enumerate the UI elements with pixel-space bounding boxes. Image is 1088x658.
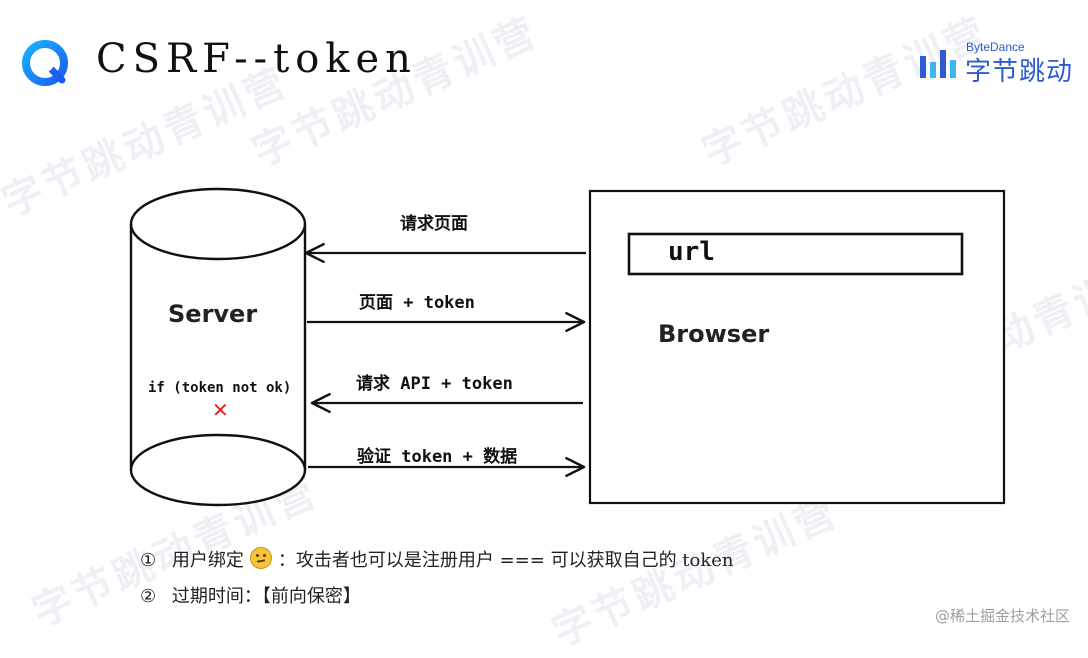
brand-name: 字节跳动 [965,57,1074,87]
arrow-label-request-api: 请求 API + token [356,374,513,394]
brand-subtitle: ByteDance [966,40,1025,54]
note-user-binding: ① 用户绑定 ：攻击者也可以是注册用户 === 可以获取自己的 token [140,546,734,572]
note-text-1b: ：攻击者也可以是注册用户 === 可以获取自己的 [277,550,677,571]
csrf-token-diagram [129,187,1006,507]
url-bar [627,232,964,276]
note-text-2: 过期时间：【前向保密】 [171,586,361,607]
arrow-label-verify-token: 验证 token + 数据 [357,447,518,467]
server-condition: if (token not ok) [148,380,292,396]
note-number-2: ② [140,586,157,607]
arrow-label-page-token: 页面 + token [359,293,475,313]
note-text-1a: 用户绑定 [171,550,244,571]
arrow-label-request-page: 请求页面 [400,214,468,234]
note-text-1c: token [682,550,734,571]
url-text: url [668,237,715,267]
note-expiry: ② 过期时间：【前向保密】 [140,582,361,608]
browser-label: Browser [658,320,770,348]
page-title: CSRF--token [96,36,417,82]
bytedance-bars-icon [920,50,956,78]
reject-x-icon: ✕ [212,398,229,422]
app-logo-icon [22,40,68,86]
note-number-1: ① [140,550,157,571]
thinking-face-icon [249,547,272,569]
server-label: Server [168,300,258,328]
server-cylinder [129,187,307,507]
footer-credit: @稀土掘金技术社区 [934,607,1070,625]
